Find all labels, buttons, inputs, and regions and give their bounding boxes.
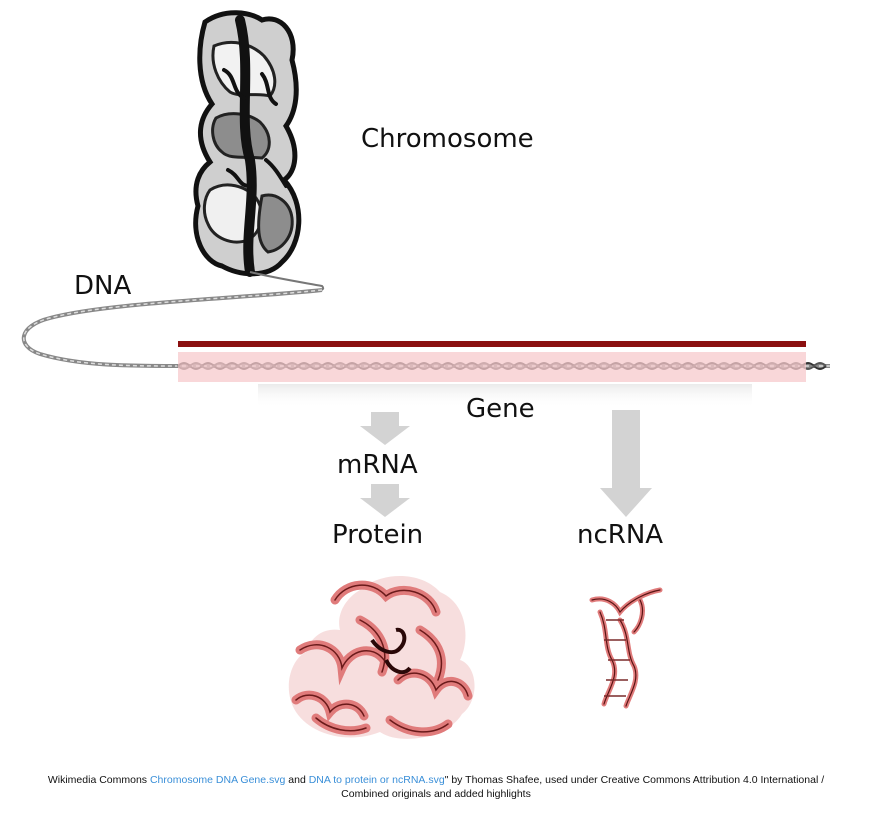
gene-label: Gene bbox=[466, 394, 535, 424]
credit-and: and bbox=[285, 774, 309, 786]
credit-suffix: " by Thomas Shafee, used under Creative … bbox=[444, 774, 825, 786]
credit-prefix: Wikimedia Commons bbox=[47, 774, 150, 786]
arrow-mrna-to-protein bbox=[360, 484, 410, 517]
credit-line-2: Combined originals and added highlights bbox=[341, 788, 531, 800]
chromosome-illustration bbox=[193, 10, 325, 293]
credit-line-1: Wikimedia Commons Chromosome DNA Gene.sv… bbox=[0, 773, 872, 787]
chromosome-dna-gene-link[interactable]: Chromosome DNA Gene.svg bbox=[149, 774, 286, 786]
chromosome-label: Chromosome bbox=[361, 124, 534, 154]
arrow-gene-to-ncrna bbox=[600, 410, 652, 517]
arrow-gene-to-mrna bbox=[360, 412, 410, 445]
attribution-credit: Wikimedia Commons Chromosome DNA Gene.sv… bbox=[0, 773, 872, 801]
protein-label: Protein bbox=[332, 520, 424, 550]
dna-to-protein-ncrna-link[interactable]: DNA to protein or ncRNA.svg bbox=[308, 774, 445, 786]
gene-highlight bbox=[178, 341, 806, 408]
dna-label: DNA bbox=[74, 271, 132, 301]
protein-ribbon-structure bbox=[288, 576, 475, 739]
ncrna-label: ncRNA bbox=[577, 520, 664, 550]
mrna-label: mRNA bbox=[337, 450, 418, 480]
ncrna-ribbon-structure bbox=[589, 587, 663, 709]
